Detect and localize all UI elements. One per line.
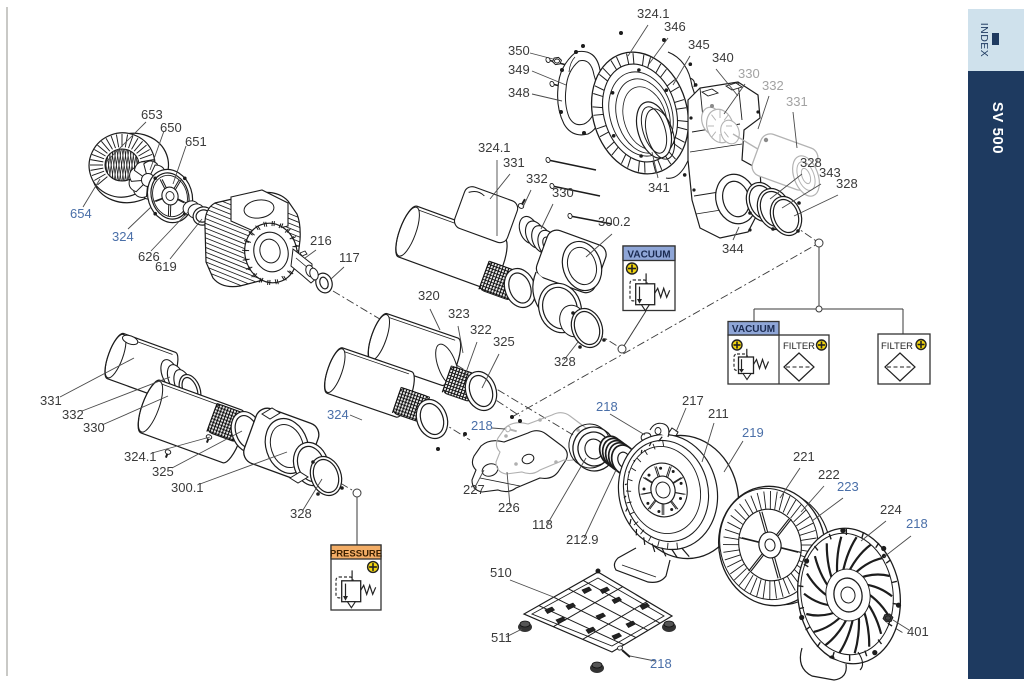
svg-text:348: 348: [508, 85, 530, 100]
svg-text:325: 325: [493, 334, 515, 349]
svg-text:218: 218: [906, 516, 928, 531]
svg-text:218: 218: [471, 418, 493, 433]
svg-text:324.1: 324.1: [124, 449, 157, 464]
svg-text:118: 118: [532, 517, 553, 532]
svg-text:331: 331: [40, 393, 62, 408]
svg-text:332: 332: [526, 171, 548, 186]
svg-text:650: 650: [160, 120, 182, 135]
svg-text:343: 343: [819, 165, 841, 180]
svg-text:FILTER: FILTER: [881, 341, 913, 352]
svg-text:324.1: 324.1: [478, 140, 511, 155]
svg-text:350: 350: [508, 43, 530, 58]
svg-text:219: 219: [742, 425, 764, 440]
svg-text:324: 324: [112, 229, 134, 244]
svg-text:224: 224: [880, 502, 902, 517]
svg-text:328: 328: [836, 176, 858, 191]
svg-text:PRESSURE: PRESSURE: [330, 549, 382, 560]
svg-text:322: 322: [470, 322, 492, 337]
svg-text:300.2: 300.2: [598, 214, 631, 229]
svg-text:340: 340: [712, 50, 734, 65]
svg-text:FILTER: FILTER: [783, 341, 815, 352]
svg-text:216: 216: [310, 233, 332, 248]
svg-text:626: 626: [138, 249, 160, 264]
svg-text:510: 510: [490, 565, 512, 580]
svg-text:349: 349: [508, 62, 530, 77]
svg-text:331: 331: [786, 94, 808, 109]
svg-text:619: 619: [155, 259, 177, 274]
svg-text:211: 211: [708, 406, 729, 421]
svg-text:227: 227: [463, 482, 485, 497]
svg-text:226: 226: [498, 500, 520, 515]
svg-text:401: 401: [907, 624, 929, 639]
svg-text:300.1: 300.1: [171, 480, 204, 495]
svg-text:328: 328: [290, 506, 312, 521]
svg-text:218: 218: [650, 656, 672, 671]
svg-text:SV 500: SV 500: [989, 102, 1006, 154]
svg-text:345: 345: [688, 37, 710, 52]
svg-text:VACUUM: VACUUM: [732, 324, 775, 335]
svg-text:332: 332: [62, 407, 84, 422]
svg-text:328: 328: [800, 155, 822, 170]
svg-text:INDEX: INDEX: [978, 23, 990, 58]
svg-text:330: 330: [552, 185, 574, 200]
svg-text:511: 511: [491, 630, 512, 645]
svg-text:212.9: 212.9: [566, 532, 599, 547]
svg-text:320: 320: [418, 288, 440, 303]
svg-text:221: 221: [793, 449, 815, 464]
svg-text:223: 223: [837, 479, 859, 494]
svg-text:323: 323: [448, 306, 470, 321]
svg-text:218: 218: [596, 399, 618, 414]
svg-text:331: 331: [503, 155, 525, 170]
svg-text:651: 651: [185, 134, 207, 149]
svg-text:344: 344: [722, 241, 744, 256]
svg-text:330: 330: [83, 420, 105, 435]
svg-text:330: 330: [738, 66, 760, 81]
svg-text:324: 324: [327, 407, 349, 422]
svg-text:324.1: 324.1: [637, 6, 670, 21]
svg-text:VACUUM: VACUUM: [627, 250, 670, 261]
svg-text:117: 117: [339, 250, 360, 265]
svg-text:328: 328: [554, 354, 576, 369]
svg-text:222: 222: [818, 467, 840, 482]
svg-text:217: 217: [682, 393, 704, 408]
svg-text:654: 654: [70, 206, 92, 221]
svg-text:341: 341: [648, 180, 670, 195]
svg-text:653: 653: [141, 107, 163, 122]
svg-text:325: 325: [152, 464, 174, 479]
svg-text:332: 332: [762, 78, 784, 93]
svg-text:346: 346: [664, 19, 686, 34]
